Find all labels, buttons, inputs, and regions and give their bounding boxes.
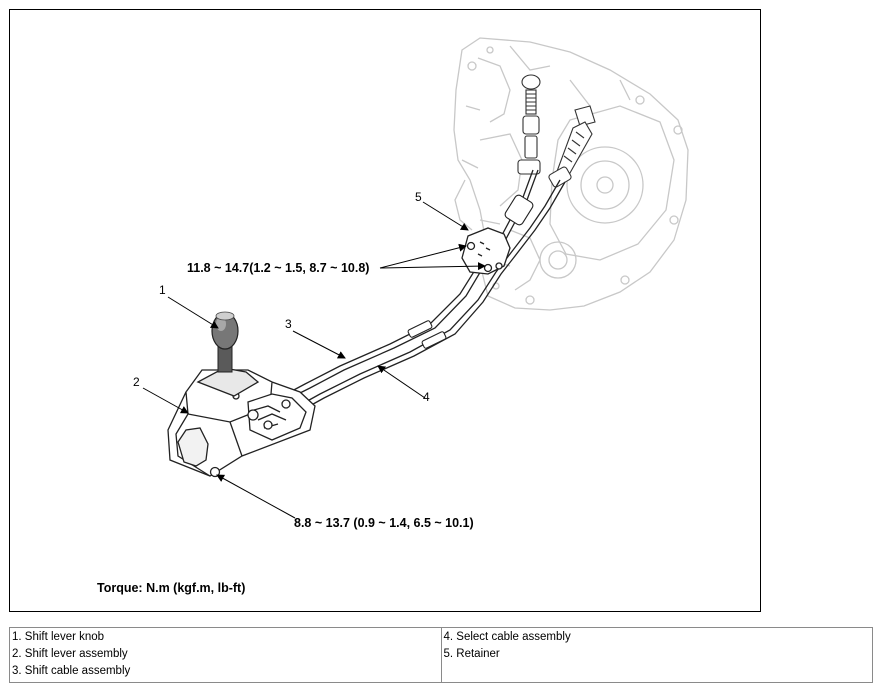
cable-sleeves <box>407 194 534 349</box>
shift-lever-knob <box>211 311 239 373</box>
legend-cell-left: 1. Shift lever knob 2. Shift lever assem… <box>9 627 442 683</box>
retainer <box>461 227 511 275</box>
legend-item: 2. Shift lever assembly <box>12 648 128 660</box>
select-cable <box>301 179 566 409</box>
shift-lever-assembly <box>167 369 316 478</box>
legend-item: 1. Shift lever knob <box>12 631 105 643</box>
callout-1: 1 <box>159 283 166 297</box>
torque-units-note: Torque: N.m (kgf.m, lb-ft) <box>97 581 245 595</box>
shift-cable <box>289 169 539 397</box>
diagram-frame: 1 2 3 4 5 11.8 ~ 14.7(1.2 ~ 1.5, 8.7 ~ 1… <box>9 9 761 612</box>
callout-5: 5 <box>415 190 422 204</box>
cable-ends-transaxle <box>517 74 596 188</box>
callout-2: 2 <box>133 375 140 389</box>
torque-retainer-label: 11.8 ~ 14.7(1.2 ~ 1.5, 8.7 ~ 10.8) <box>187 261 369 275</box>
legend-cell-right: 4. Select cable assembly 5. Retainer <box>440 627 873 683</box>
callout-3: 3 <box>285 317 292 331</box>
parts-legend-table: 1. Shift lever knob 2. Shift lever assem… <box>9 627 873 683</box>
legend-item: 3. Shift cable assembly <box>12 665 131 677</box>
legend-item: 5. Retainer <box>443 648 500 660</box>
torque-lever-label: 8.8 ~ 13.7 (0.9 ~ 1.4, 6.5 ~ 10.1) <box>294 516 474 530</box>
leader-lines <box>142 201 486 519</box>
legend-item: 4. Select cable assembly <box>443 631 571 643</box>
callout-4: 4 <box>423 390 430 404</box>
table-row: 1. Shift lever knob 2. Shift lever assem… <box>9 627 873 683</box>
shift-lever-cable-diagram: 1 2 3 4 5 11.8 ~ 14.7(1.2 ~ 1.5, 8.7 ~ 1… <box>97 37 689 595</box>
